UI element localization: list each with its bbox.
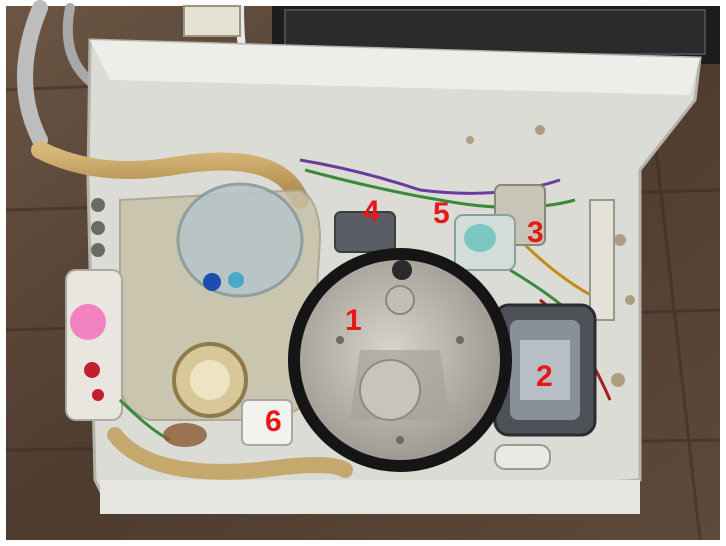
callout-5: 5: [433, 197, 450, 230]
callout-4: 4: [363, 195, 380, 228]
flow-meter: [334, 211, 396, 253]
terminal-strip: [589, 199, 615, 321]
callout-3: 3: [527, 216, 544, 249]
capacitor: [494, 444, 551, 470]
callout-6: 6: [265, 405, 282, 438]
callout-2: 2: [536, 360, 553, 393]
inlet-hose: [31, 141, 309, 209]
callout-1: 1: [345, 304, 362, 337]
circulation-hose: [107, 427, 353, 480]
drain-hose: [17, 0, 48, 148]
drain-pump: [241, 399, 293, 446]
